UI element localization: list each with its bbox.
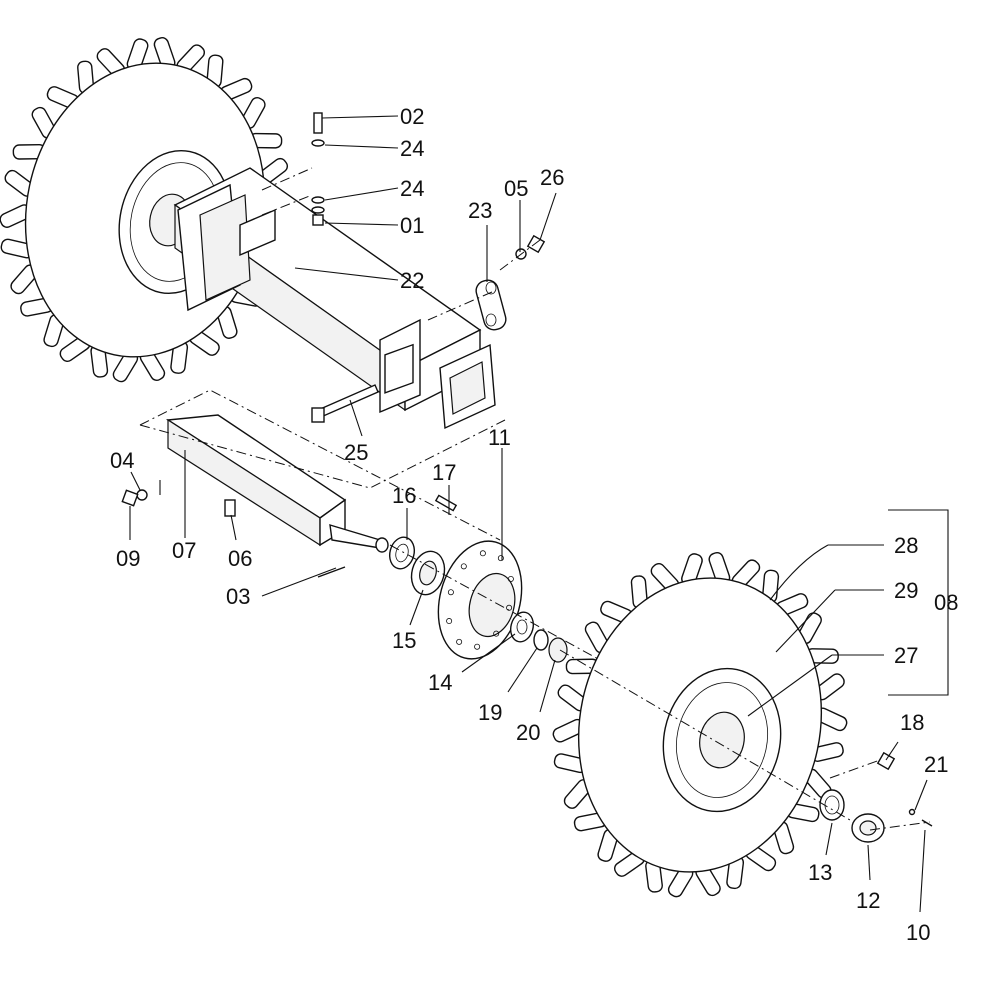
wheel-hub bbox=[434, 494, 523, 660]
label-10: 10 bbox=[906, 920, 930, 945]
plate-and-nut bbox=[475, 234, 546, 331]
label-09: 09 bbox=[116, 546, 140, 571]
center-lines bbox=[139, 167, 931, 831]
bearing-washer-nut bbox=[509, 611, 568, 663]
label-02: 02 bbox=[400, 104, 424, 129]
hub-bolt-hole bbox=[460, 563, 467, 570]
label-06: 06 bbox=[228, 546, 252, 571]
label-11: 11 bbox=[488, 425, 511, 450]
hub-bolt-hole bbox=[493, 630, 500, 637]
part-labels: 02 24 24 01 22 23 05 26 25 11 17 16 04 0… bbox=[110, 104, 958, 945]
bolt-25 bbox=[311, 384, 379, 423]
label-17: 17 bbox=[432, 460, 456, 485]
label-15: 15 bbox=[392, 628, 416, 653]
label-13: 13 bbox=[808, 860, 832, 885]
label-05: 05 bbox=[504, 176, 528, 201]
hub-bolt-hole bbox=[479, 550, 486, 557]
label-22: 22 bbox=[400, 268, 424, 293]
label-07: 07 bbox=[172, 538, 196, 563]
label-21: 21 bbox=[924, 752, 948, 777]
label-12: 12 bbox=[856, 888, 880, 913]
hub-bolt-hole bbox=[497, 555, 504, 562]
label-26: 26 bbox=[540, 165, 564, 190]
label-23: 23 bbox=[468, 198, 492, 223]
label-01: 01 bbox=[400, 213, 424, 238]
hub-bolt-hole bbox=[446, 618, 453, 625]
top-fasteners bbox=[311, 112, 325, 226]
seal-bearing bbox=[388, 536, 446, 596]
label-16: 16 bbox=[392, 483, 416, 508]
hub-bolt-hole bbox=[507, 575, 514, 582]
label-20: 20 bbox=[516, 720, 540, 745]
label-03: 03 bbox=[226, 584, 250, 609]
label-19: 19 bbox=[478, 700, 502, 725]
label-24-top: 24 bbox=[400, 136, 424, 161]
right-wheel bbox=[552, 551, 848, 898]
label-04: 04 bbox=[110, 448, 134, 473]
axle-beam bbox=[173, 167, 496, 430]
label-29: 29 bbox=[894, 578, 918, 603]
stub-axle bbox=[165, 414, 389, 553]
hub-bolt-hole bbox=[456, 638, 463, 645]
label-08: 08 bbox=[934, 590, 958, 615]
leader-lines bbox=[129, 115, 949, 913]
label-28: 28 bbox=[894, 533, 918, 558]
bolt-06-nut-09 bbox=[121, 489, 346, 578]
label-27: 27 bbox=[894, 643, 918, 668]
hub-cap-parts bbox=[819, 751, 933, 843]
label-18: 18 bbox=[900, 710, 924, 735]
label-24-lower: 24 bbox=[400, 176, 424, 201]
right-tire-treads bbox=[552, 551, 848, 898]
hub-bolt-hole bbox=[474, 643, 481, 650]
hub-bolt-hole bbox=[447, 589, 454, 596]
label-25: 25 bbox=[344, 440, 368, 465]
label-14: 14 bbox=[428, 670, 452, 695]
